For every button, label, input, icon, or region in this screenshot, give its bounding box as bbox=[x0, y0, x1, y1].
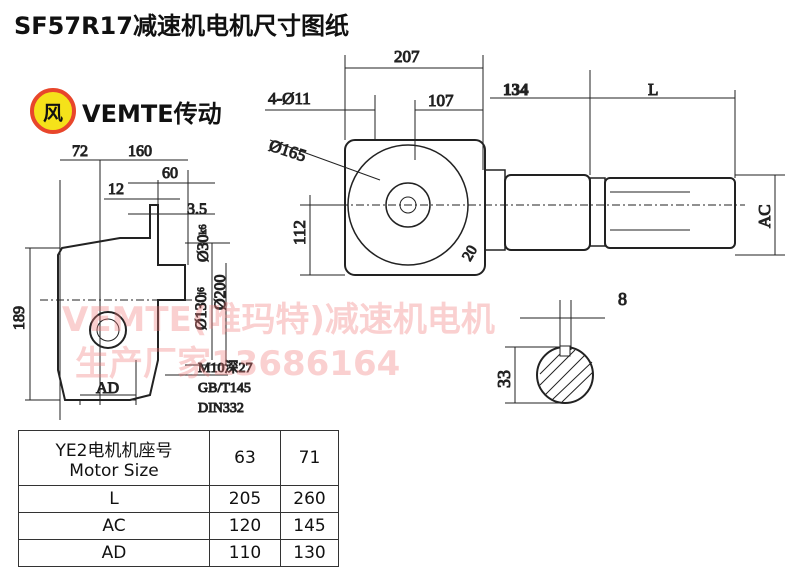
dim-112: 112 bbox=[290, 220, 309, 245]
cell: 110 bbox=[209, 539, 281, 567]
standard-din: DIN332 bbox=[198, 401, 244, 416]
front-view bbox=[265, 55, 785, 276]
cell: 205 bbox=[209, 485, 281, 513]
dim-33: 33 bbox=[494, 370, 514, 388]
dim-8: 8 bbox=[618, 289, 627, 309]
dim-d130: Ø130j6 bbox=[193, 287, 210, 330]
dim-d165: Ø165 bbox=[267, 136, 309, 166]
dim-20: 20 bbox=[460, 243, 481, 264]
row-label: AC bbox=[18, 512, 210, 540]
dim-107: 107 bbox=[428, 91, 454, 110]
logo-text: VEMTE传动 bbox=[82, 99, 222, 128]
cell: 260 bbox=[280, 485, 339, 513]
dim-3-5: 3.5 bbox=[187, 201, 207, 218]
dim-d200: Ø200 bbox=[212, 274, 229, 310]
size-71: 71 bbox=[280, 430, 339, 486]
dim-l: L bbox=[648, 80, 658, 99]
thread-spec: M10深27 bbox=[198, 360, 252, 376]
header-cn: YE2电机机座号 bbox=[55, 440, 173, 461]
dim-160: 160 bbox=[128, 143, 152, 160]
row-label: L bbox=[18, 485, 210, 513]
logo-badge-icon: 风 bbox=[30, 88, 76, 134]
dim-189: 189 bbox=[11, 306, 28, 330]
watermark-line-1: VEMTE(唯玛特)减速机电机 bbox=[62, 300, 495, 340]
header-en: Motor Size bbox=[69, 460, 159, 481]
row-label: AD bbox=[18, 539, 210, 567]
dim-ad: AD bbox=[96, 380, 119, 397]
cell: 130 bbox=[280, 539, 339, 567]
dim-134: 134 bbox=[503, 80, 529, 99]
side-view bbox=[25, 159, 235, 420]
watermark-line-2: 生产厂家13686164 bbox=[75, 344, 401, 384]
dim-12: 12 bbox=[108, 181, 124, 198]
dim-60: 60 bbox=[162, 165, 178, 182]
dim-d30: Ø30k6 bbox=[195, 224, 212, 262]
dim-holes: 4-Ø11 bbox=[268, 89, 311, 108]
cell: 120 bbox=[209, 512, 281, 540]
cell: 145 bbox=[280, 512, 339, 540]
standard-gb: GB/T145 bbox=[198, 381, 251, 396]
dim-72: 72 bbox=[72, 143, 88, 160]
brand-logo: 风 VEMTE传动 bbox=[30, 88, 222, 134]
shaft-section bbox=[505, 300, 605, 404]
dim-207: 207 bbox=[394, 47, 420, 66]
page-title: SF57R17减速机电机尺寸图纸 bbox=[14, 12, 349, 40]
dim-ac: AC bbox=[755, 204, 774, 228]
size-63: 63 bbox=[209, 430, 281, 486]
